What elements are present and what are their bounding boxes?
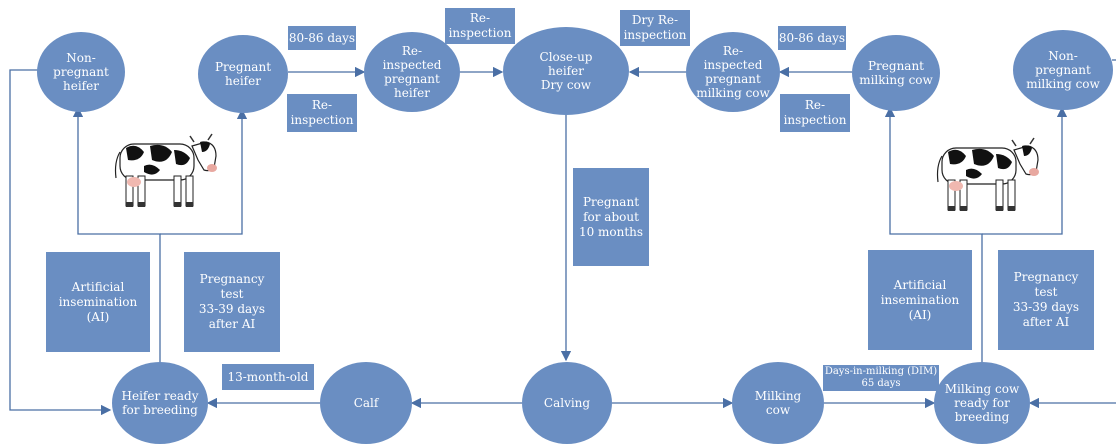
label-reinspection-left-top: Re- inspection bbox=[445, 8, 515, 44]
arrow-heifer-ready-split bbox=[72, 106, 161, 362]
label-reinspection-right-bottom: Re- inspection bbox=[780, 94, 850, 132]
node-pregnant-milking-cow: Pregnant milking cow bbox=[852, 35, 940, 111]
cow-illustration-left bbox=[114, 133, 217, 207]
node-reinspected-pregnant-milking-cow: Re- inspected pregnant milking cow bbox=[686, 32, 780, 112]
label-pregnant-for-10-months: Pregnant for about 10 months bbox=[573, 168, 649, 266]
cow-illustration-right bbox=[936, 137, 1039, 211]
label-pregnancy-test-left: Pregnancy test 33-39 days after AI bbox=[184, 252, 280, 352]
label-13-month-old: 13-month-old bbox=[222, 364, 314, 390]
node-calving: Calving bbox=[522, 362, 612, 444]
node-milking-cow-ready-for-breeding: Milking cow ready for breeding bbox=[934, 362, 1030, 444]
label-pregnancy-test-right: Pregnancy test 33-39 days after AI bbox=[998, 250, 1094, 350]
label-reinspection-left-bottom: Re- inspection bbox=[287, 94, 357, 132]
label-days-in-milking: Days-in-milking (DIM) 65 days bbox=[823, 365, 939, 391]
node-calf: Calf bbox=[320, 362, 412, 444]
label-dry-reinspection: Dry Re- inspection bbox=[620, 10, 690, 46]
node-pregnant-heifer: Pregnant heifer bbox=[198, 35, 288, 113]
node-non-pregnant-heifer: Non- pregnant heifer bbox=[37, 32, 125, 112]
node-closeup-heifer-dry-cow: Close-up heifer Dry cow bbox=[503, 27, 629, 115]
node-reinspected-pregnant-heifer: Re- inspected pregnant heifer bbox=[364, 32, 460, 112]
label-ai-right: Artificial insemination (AI) bbox=[868, 250, 972, 350]
node-milking-cow: Milking cow bbox=[732, 362, 824, 444]
label-80-86-days-left: 80-86 days bbox=[288, 26, 356, 50]
label-80-86-days-right: 80-86 days bbox=[778, 26, 846, 50]
node-non-pregnant-milking-cow: Non- pregnant milking cow bbox=[1013, 30, 1113, 110]
arrow-cow-ready-split bbox=[884, 106, 983, 362]
node-heifer-ready-for-breeding: Heifer ready for breeding bbox=[112, 362, 208, 444]
arrow-non-pregnant-heifer-loop bbox=[9, 69, 112, 416]
label-ai-left: Artificial insemination (AI) bbox=[46, 252, 150, 352]
